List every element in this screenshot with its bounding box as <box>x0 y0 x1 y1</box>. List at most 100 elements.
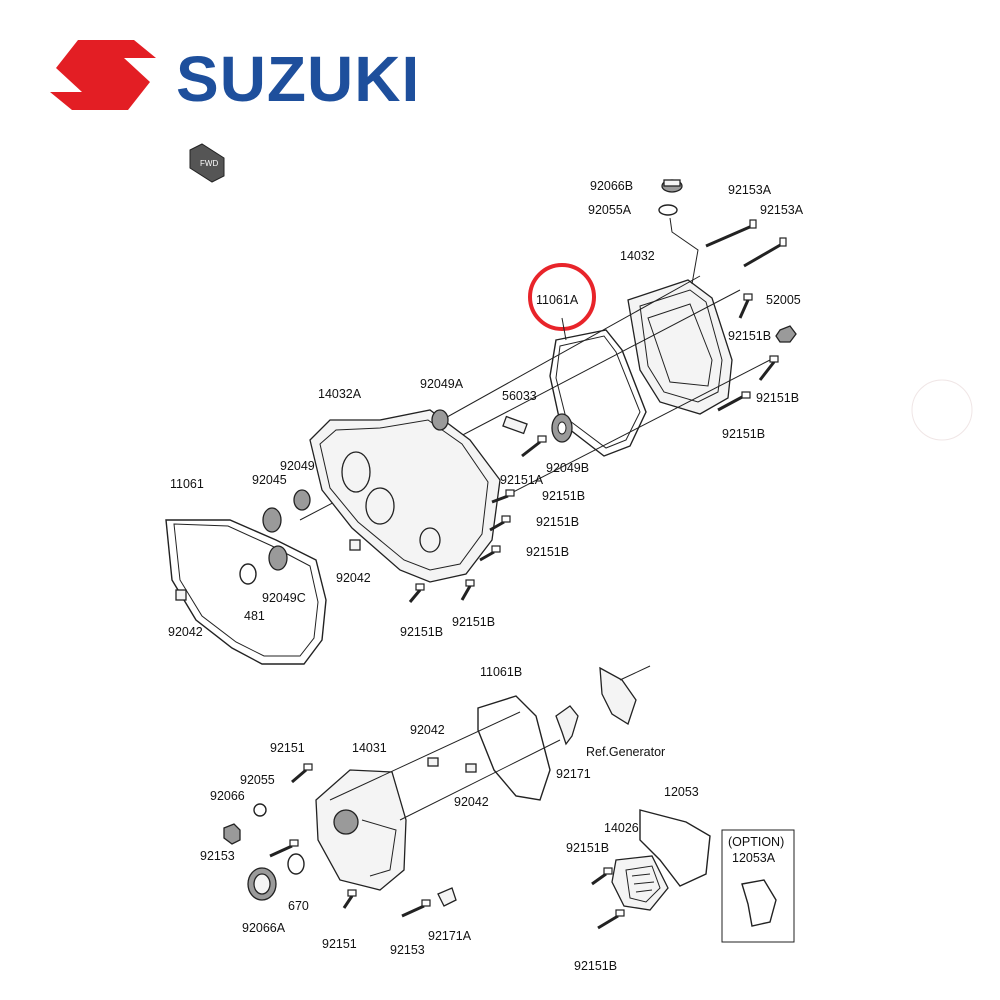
label-92049A: 92049A <box>420 377 464 391</box>
o-ring-92055A <box>658 204 678 216</box>
clamp-92171A <box>437 887 457 907</box>
label-12053A: 12053A <box>732 851 776 865</box>
crankcase-cover-14032A <box>309 409 501 583</box>
label-92045: 92045 <box>252 473 287 487</box>
generator-cover-14031 <box>315 769 407 891</box>
bolt-92151B-g2 <box>597 909 625 930</box>
pin-56033 <box>502 415 528 435</box>
oil-filler-cap-92066B <box>661 179 683 193</box>
label-92153: 92153 <box>200 849 235 863</box>
dowel-92042-b <box>175 589 187 601</box>
label-92049: 92049 <box>280 459 315 473</box>
label-option: (OPTION) <box>728 835 784 849</box>
label-ref-generator: Ref.Generator <box>586 745 665 759</box>
label-11061A: 11061A <box>536 293 579 307</box>
label-92153A-2: 92153A <box>760 203 804 217</box>
fwd-arrow-icon: FWD <box>189 143 225 183</box>
bolt-92151B-b2 <box>460 579 475 601</box>
label-92151: 92151 <box>270 741 305 755</box>
brand-name: SUZUKI <box>176 43 421 115</box>
clutch-cover-14032 <box>627 279 733 415</box>
plug-92066 <box>223 823 241 845</box>
dowel-92042-d <box>465 763 477 773</box>
label-11061B: 11061B <box>480 665 522 679</box>
label-92042-c: 92042 <box>410 723 445 737</box>
bolt-92151B-m2 <box>489 515 511 532</box>
part-labels: 92066B 92055A 92153A 92153A 14032 11061A… <box>168 179 804 973</box>
bolt-92151B-m1 <box>491 489 515 504</box>
label-92151B-g1: 92151B <box>566 841 609 855</box>
label-14026: 14026 <box>604 821 639 835</box>
bearing-92049 <box>293 489 311 511</box>
o-ring-92055 <box>253 803 267 817</box>
bolt-92151 <box>291 763 313 784</box>
label-11061: 11061 <box>170 477 204 491</box>
gasket-11061 <box>165 519 327 665</box>
label-92151-b: 92151 <box>322 937 357 951</box>
label-92049B: 92049B <box>546 461 589 475</box>
seal-92049B <box>551 413 573 443</box>
label-92153-b: 92153 <box>390 943 425 957</box>
label-92151B-r1: 92151B <box>728 329 771 343</box>
o-ring-670 <box>287 853 305 875</box>
bolt-92151A <box>521 435 547 458</box>
nut-52005 <box>775 325 797 343</box>
gasket-11061B <box>477 695 551 801</box>
label-92066B: 92066B <box>590 179 633 193</box>
label-92153A-1: 92153A <box>728 183 772 197</box>
bolt-92151B-b1 <box>408 583 425 603</box>
label-92055: 92055 <box>240 773 275 787</box>
label-92151A: 92151A <box>500 473 544 487</box>
circlip-481 <box>239 563 257 585</box>
clamp-92171 <box>555 705 579 746</box>
generator-ref <box>599 665 651 725</box>
bolt-92153-b <box>401 899 431 918</box>
label-670: 670 <box>288 899 309 913</box>
label-52005: 52005 <box>766 293 801 307</box>
seal-92049A <box>431 409 449 431</box>
label-14032A: 14032A <box>318 387 362 401</box>
bolt-92151B-r2 <box>758 355 779 381</box>
fwd-arrow-label: FWD <box>200 159 218 168</box>
label-92151B-r3: 92151B <box>722 427 765 441</box>
bolt-92153A-1 <box>705 219 757 248</box>
label-92151B-m3: 92151B <box>526 545 569 559</box>
label-14032: 14032 <box>620 249 655 263</box>
bolt-92151B-g1 <box>591 867 613 886</box>
bolt-92153A-2 <box>743 237 787 268</box>
bolt-92151B-m3 <box>479 545 501 562</box>
dowel-92042-a <box>349 539 361 551</box>
label-92066: 92066 <box>210 789 245 803</box>
bolt-92151B-r1 <box>738 293 753 319</box>
seal-92049C <box>268 545 288 571</box>
label-92055A: 92055A <box>588 203 632 217</box>
label-92042-a: 92042 <box>336 571 371 585</box>
sprocket-cover-14026 <box>611 855 669 911</box>
guard-12053 <box>639 809 711 887</box>
faint-circle <box>911 379 973 441</box>
label-14031: 14031 <box>352 741 387 755</box>
label-92066A: 92066A <box>242 921 286 935</box>
label-56033: 56033 <box>502 389 537 403</box>
label-92151B-g2: 92151B <box>574 959 617 973</box>
bearing-92045 <box>262 507 282 533</box>
label-92151B-b2: 92151B <box>452 615 495 629</box>
label-92171A: 92171A <box>428 929 472 943</box>
bolt-92151-b <box>342 889 357 909</box>
dowel-92042-c <box>427 757 439 767</box>
label-12053: 12053 <box>664 785 699 799</box>
cap-92066A <box>247 867 277 901</box>
suzuki-s-logo <box>50 40 156 110</box>
label-92042-b: 92042 <box>168 625 203 639</box>
label-92171: 92171 <box>556 767 591 781</box>
label-92042-d: 92042 <box>454 795 489 809</box>
bolt-92151B-r3 <box>717 391 751 412</box>
label-92151B-b1: 92151B <box>400 625 443 639</box>
option-box <box>721 829 795 943</box>
bolt-92153 <box>269 839 299 858</box>
label-92151B-m1: 92151B <box>542 489 585 503</box>
label-481: 481 <box>244 609 265 623</box>
gasket-11061A <box>549 329 647 457</box>
guard-12053A <box>741 879 777 927</box>
